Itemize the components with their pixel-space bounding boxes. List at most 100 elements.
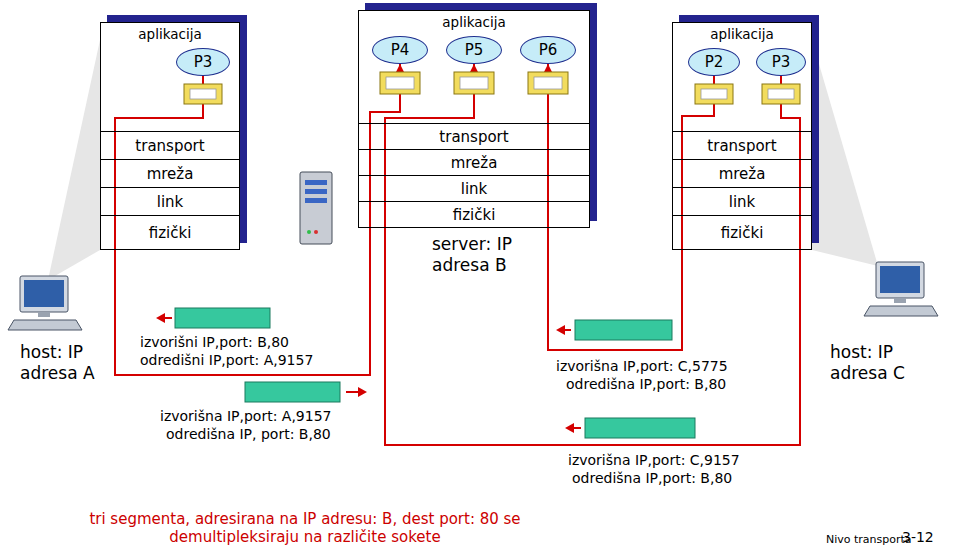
layer-name: mreža: [147, 165, 194, 183]
segment-address-label: izvorišni IP,port: B,80: [140, 334, 289, 351]
socket-window: [768, 89, 794, 99]
socket: [762, 84, 800, 104]
layer-name: fizički: [149, 224, 192, 242]
led: [314, 230, 318, 234]
process-name: P4: [391, 41, 410, 59]
direction-arrow: [574, 427, 581, 429]
segment-address-label: izvorišna IP,port: C,9157: [568, 452, 740, 469]
direction-arrow: [564, 329, 571, 331]
segment-address-label: izvorišna IP,port: C,5775: [556, 358, 728, 375]
layer-name: mreža: [451, 154, 498, 172]
perspective-shading: [812, 40, 878, 266]
drive-bay: [305, 180, 327, 185]
layer-band: mreža: [359, 149, 589, 175]
layer-band: mreža: [673, 159, 811, 187]
layer-band: transport: [673, 131, 811, 159]
server-tower-icon: [300, 172, 332, 244]
monitor-stand: [38, 312, 50, 317]
led: [307, 230, 311, 234]
desktop-computer-icon: [8, 276, 82, 330]
layer-name: link: [729, 193, 756, 211]
segment-address-label: odredišna IP,port: B,80: [566, 376, 726, 393]
layer-band: fizički: [101, 215, 239, 249]
layer-band: transport: [101, 131, 239, 159]
socket-window: [534, 77, 562, 89]
layer-name: transport: [135, 137, 204, 155]
tower-case: [300, 172, 332, 244]
segment-address-label: odredišna IP, port: B,80: [166, 426, 331, 443]
layer-band: fizički: [673, 215, 811, 249]
direction-arrowhead: [358, 387, 367, 397]
segment-address-label: odredišni IP,port: A,9157: [140, 352, 313, 369]
perspective-shading: [48, 40, 100, 280]
application-layer: aplikacijaP2 P3: [673, 23, 811, 131]
caption: tri segmenta, adresirana na IP adresu: B…: [50, 510, 560, 546]
stack-fill: [672, 22, 812, 250]
process-name: P5: [465, 41, 484, 59]
segment: [585, 418, 695, 438]
process-oval: P2: [688, 48, 740, 76]
layer-band: fizički: [359, 201, 589, 227]
monitor-body: [20, 276, 68, 312]
direction-arrowhead: [156, 313, 165, 323]
socket-window: [190, 89, 216, 99]
layer-band: transport: [359, 123, 589, 149]
layer-name: link: [157, 193, 184, 211]
socket-frame: [380, 72, 420, 94]
layer-band: mreža: [101, 159, 239, 187]
socket-frame: [528, 72, 568, 94]
process-name: P2: [705, 53, 724, 71]
layer-name: aplikacija: [673, 26, 811, 42]
monitor-screen: [24, 280, 64, 307]
direction-arrow: [346, 391, 358, 393]
socket-window: [460, 77, 488, 89]
segment-address-label: odredišna IP,port: B,80: [572, 470, 732, 487]
protocol-stack: server: IP adresa BaplikacijaP4P5P6trans…: [358, 10, 590, 228]
keyboard: [8, 320, 82, 330]
socket: [184, 84, 222, 104]
application-layer: aplikacijaP4 P5 P6: [359, 11, 589, 123]
monitor-stand: [894, 298, 906, 303]
keyboard: [864, 306, 938, 316]
layer-name: aplikacija: [101, 26, 239, 42]
socket: [454, 72, 494, 94]
protocol-stack: host: IP adresa CaplikacijaP2P3transport…: [672, 22, 812, 250]
socket-frame: [454, 72, 494, 94]
layer-band: link: [359, 175, 589, 201]
layer-band: link: [101, 187, 239, 215]
layer-name: aplikacija: [359, 14, 589, 30]
monitor-screen: [880, 266, 920, 293]
layer-name: link: [461, 180, 488, 198]
socket: [695, 84, 733, 104]
process-oval: P4: [372, 36, 428, 64]
socket: [380, 72, 420, 94]
slide-footer: 3-12: [902, 529, 934, 546]
slide-footer: Nivo transporta: [826, 533, 912, 546]
direction-arrow: [164, 317, 172, 319]
application-layer: aplikacijaP3: [101, 23, 239, 131]
layer-band: link: [673, 187, 811, 215]
socket-window: [701, 89, 727, 99]
socket-frame: [762, 84, 800, 104]
socket-frame: [695, 84, 733, 104]
segment: [175, 308, 270, 328]
connector-line: [385, 64, 800, 445]
connector-line: [548, 64, 714, 350]
protocol-stack: host: IP adresa AaplikacijaP3transportmr…: [100, 22, 240, 250]
segment-address-label: izvorišna IP,port: A,9157: [160, 408, 331, 425]
drive-bay: [305, 189, 327, 194]
layer-name: transport: [707, 137, 776, 155]
segment: [245, 382, 340, 402]
layer-name: transport: [439, 128, 508, 146]
process-name: P6: [539, 41, 558, 59]
socket: [528, 72, 568, 94]
desktop-computer-icon: [864, 262, 938, 316]
direction-arrowhead: [565, 423, 574, 433]
layer-name: fizički: [721, 224, 764, 242]
process-oval: P3: [756, 48, 806, 76]
direction-arrowhead: [556, 325, 565, 335]
host-address-label: host: IP adresa C: [830, 342, 922, 385]
process-oval: P6: [520, 36, 576, 64]
